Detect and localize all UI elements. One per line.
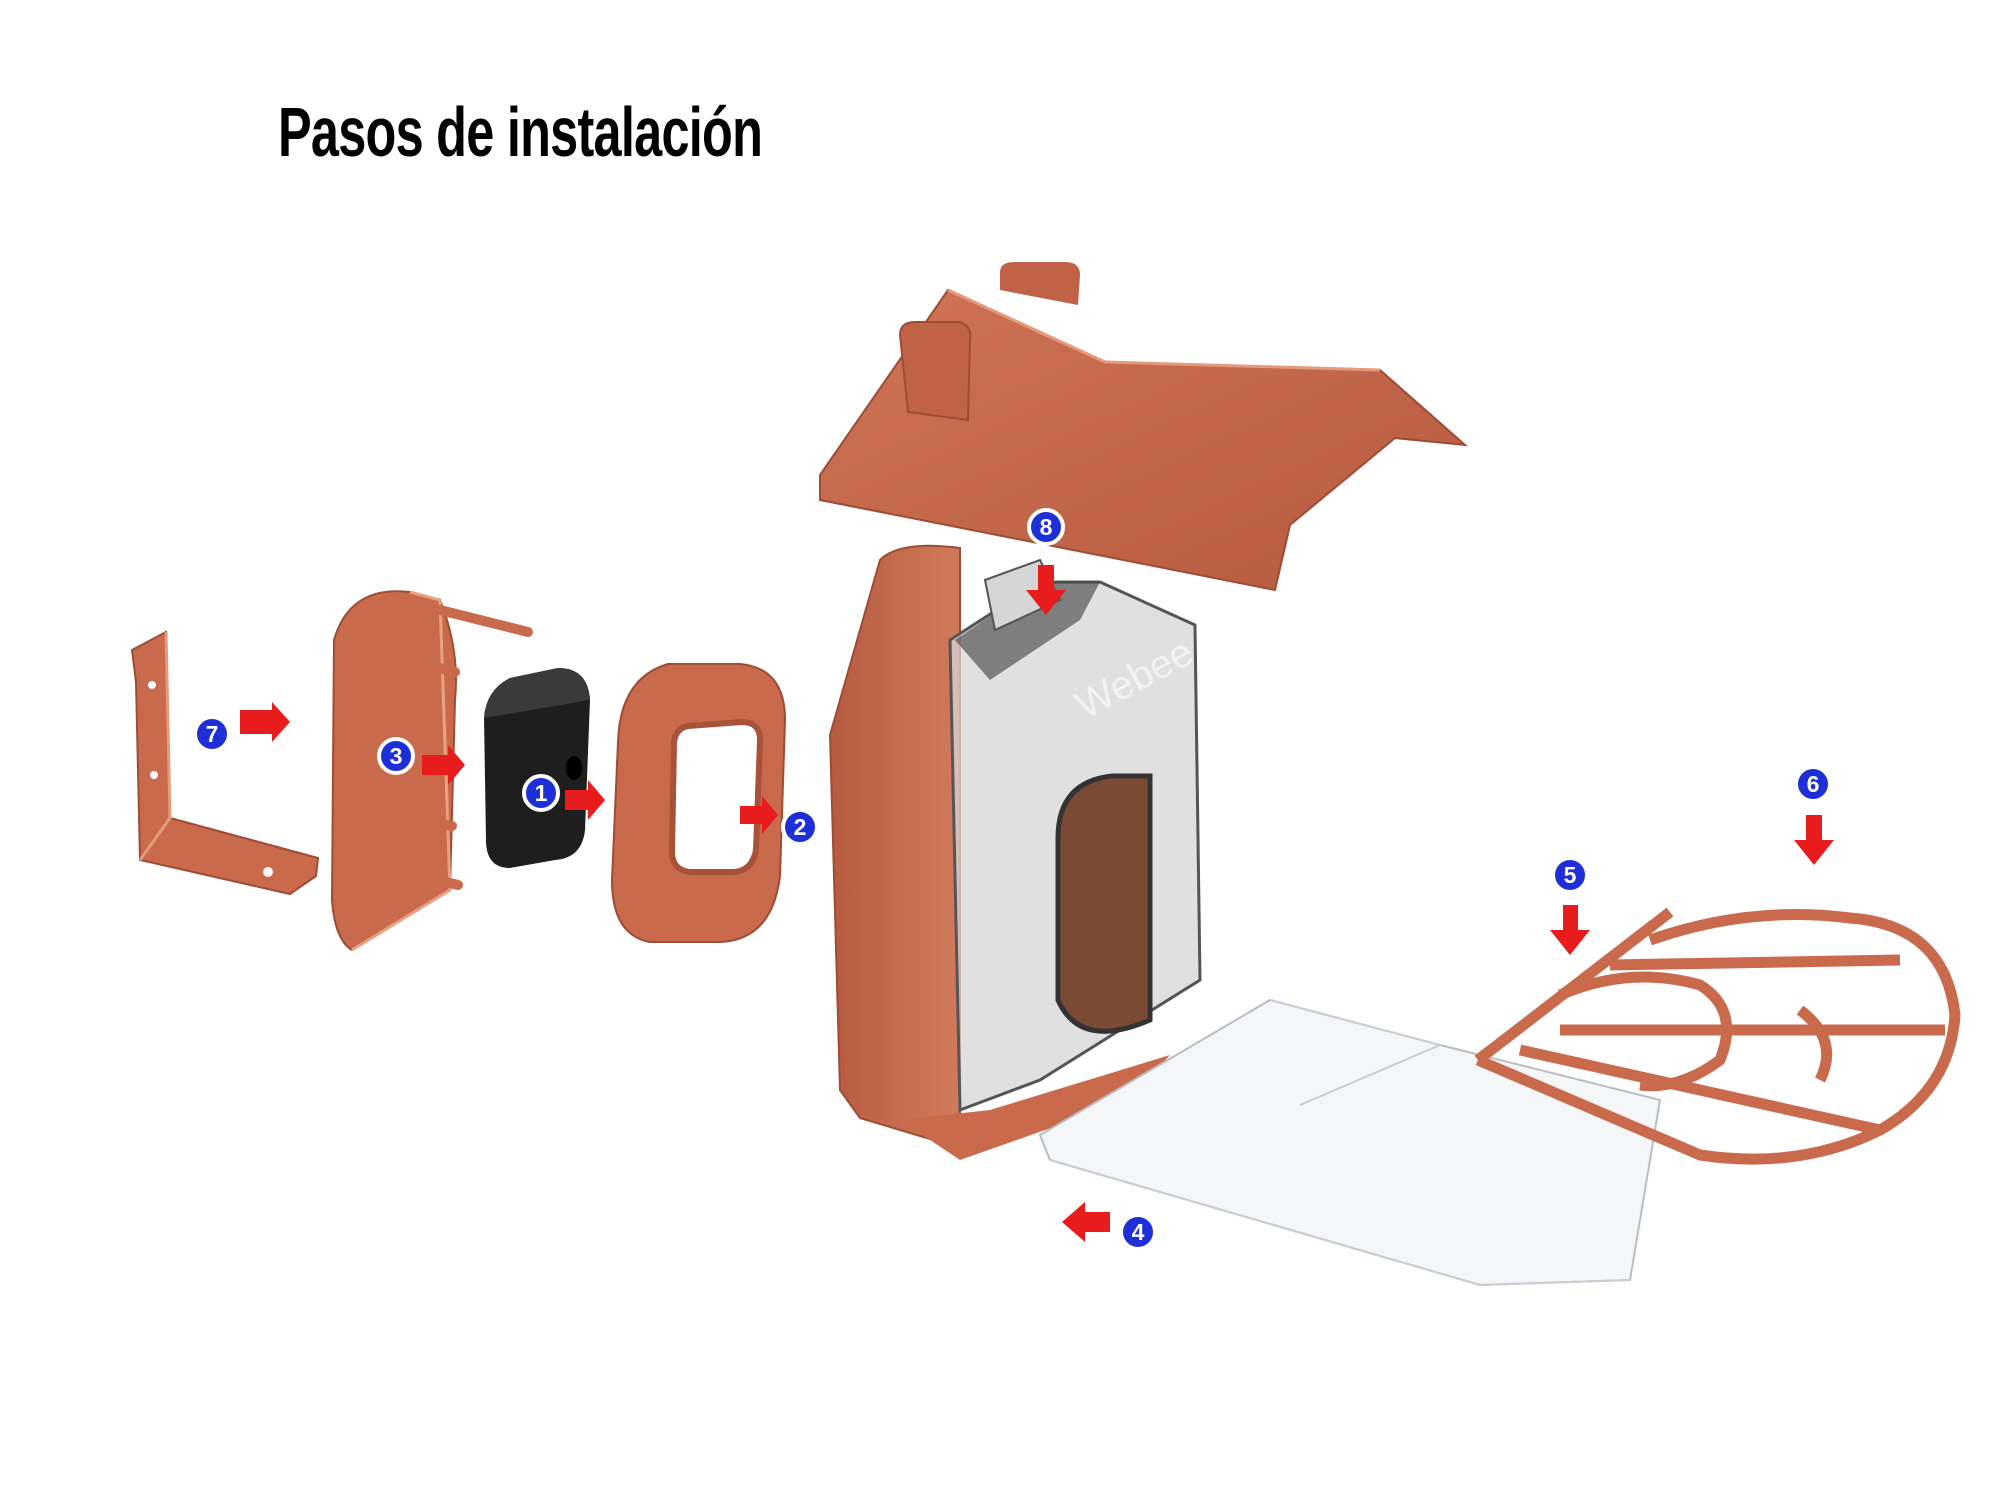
step-badge-8: 8 [1027, 508, 1065, 546]
arrow-step-3 [422, 745, 465, 785]
diagram-title: Pasos de instalación [278, 93, 763, 171]
arrow-step-6 [1794, 815, 1834, 865]
plug-block [484, 668, 590, 868]
perch-ring [1474, 907, 1961, 1165]
svg-text:5: 5 [1564, 862, 1577, 888]
arrow-step-1 [565, 780, 605, 820]
svg-text:3: 3 [390, 743, 403, 769]
step-badge-5: 5 [1551, 856, 1589, 894]
step-badge-6: 6 [1794, 765, 1832, 803]
step-badge-3: 3 [377, 737, 415, 775]
svg-text:2: 2 [794, 814, 807, 840]
svg-text:8: 8 [1040, 514, 1053, 540]
arrow-step-8 [1026, 565, 1066, 615]
svg-text:7: 7 [206, 721, 219, 747]
step-badge-7: 7 [193, 715, 231, 753]
step-badge-2: 2 [781, 808, 819, 846]
arrow-step-2 [740, 796, 778, 834]
svg-text:6: 6 [1807, 771, 1820, 797]
arrow-step-7 [240, 702, 290, 742]
feeder-body: Webee [828, 544, 1202, 1160]
svg-text:1: 1 [535, 780, 548, 806]
step-badge-4: 4 [1119, 1213, 1157, 1251]
step-badge-1: 1 [522, 774, 560, 812]
wall-bracket [130, 630, 320, 896]
entrance-ring [610, 663, 787, 943]
roof [819, 262, 1468, 592]
arrow-step-4 [1062, 1202, 1110, 1242]
svg-text:4: 4 [1132, 1219, 1145, 1245]
arrow-step-5 [1550, 905, 1590, 955]
